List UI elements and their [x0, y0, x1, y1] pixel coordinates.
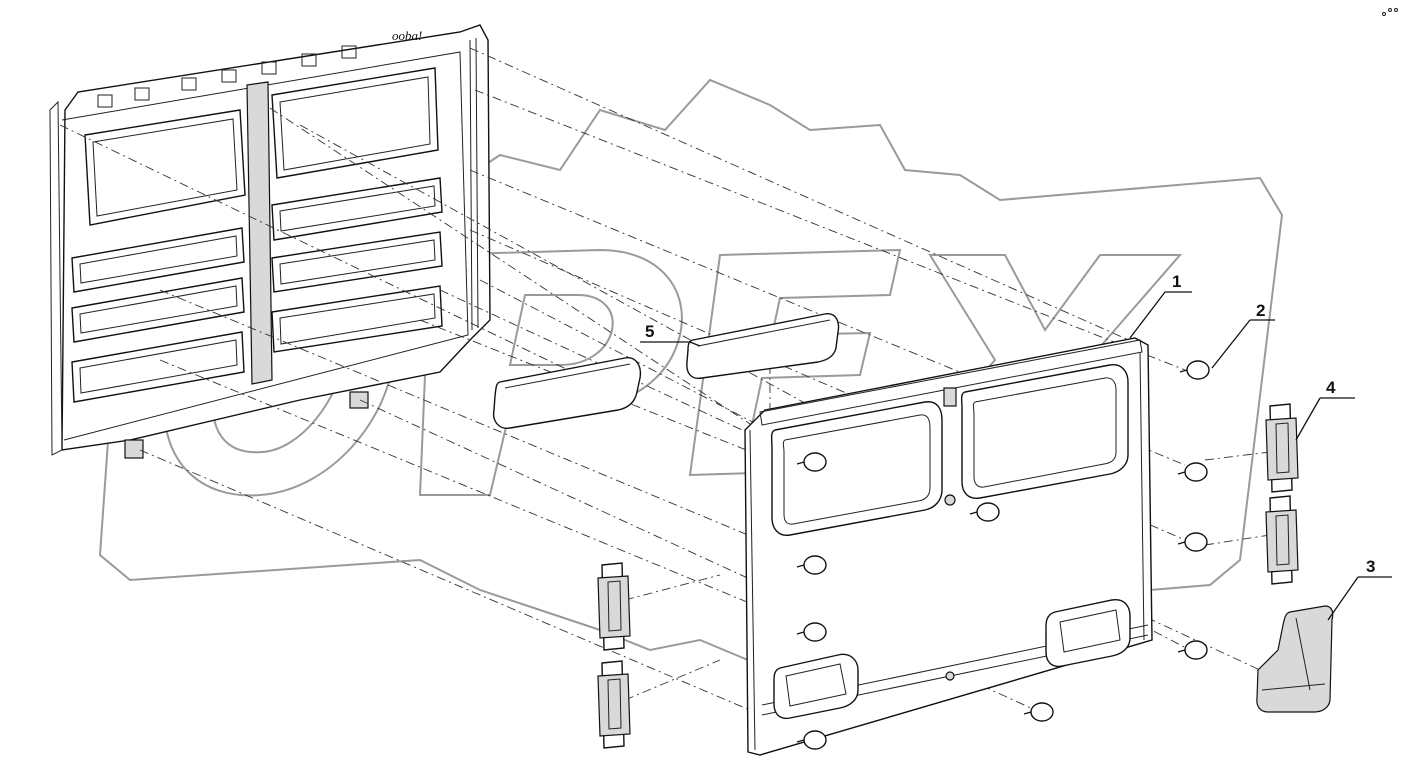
fastener — [1023, 702, 1054, 722]
trim-clip — [1265, 495, 1299, 585]
part-2-fasteners — [796, 360, 1210, 750]
rear-panel-pocket-right — [1045, 599, 1131, 668]
cab-upper-window-right — [271, 67, 439, 179]
fastener — [1177, 532, 1208, 552]
handle-strip — [686, 313, 840, 379]
fastener — [796, 622, 827, 642]
part-5-handle-strips — [492, 313, 840, 429]
rear-panel-clip-holder — [943, 387, 957, 407]
cab-rear-wall: ooba! — [49, 24, 491, 459]
trim-clip — [597, 660, 631, 749]
callout-2: 2 — [1256, 301, 1265, 320]
corner-marks — [1382, 8, 1398, 16]
cab-ribs-left — [71, 227, 245, 403]
rear-panel-window-left — [770, 401, 943, 536]
handle-strip — [492, 357, 642, 429]
cab-top-slots — [97, 45, 357, 108]
fastener — [1177, 640, 1208, 660]
cab-foot-left — [124, 439, 144, 459]
callout-5: 5 — [645, 322, 654, 341]
callout-1: 1 — [1172, 272, 1181, 291]
part-4-trim-clips — [1265, 403, 1299, 585]
rear-panel-window-right — [960, 364, 1129, 499]
part-1-rear-panel — [744, 337, 1153, 756]
callout-3: 3 — [1366, 557, 1375, 576]
fastener — [1179, 360, 1210, 380]
trim-clip — [597, 562, 631, 651]
part-3-corner-cover — [1256, 605, 1334, 713]
fastener — [1177, 462, 1208, 482]
rear-panel-hole — [944, 494, 956, 506]
fastener — [796, 452, 827, 472]
callout-4: 4 — [1326, 378, 1336, 397]
rear-panel-pocket-left — [773, 653, 859, 720]
cab-inscription: ooba! — [392, 28, 422, 43]
fastener — [969, 502, 1000, 522]
fastener — [796, 730, 827, 750]
cab-center-pillar — [246, 81, 273, 385]
callout-leaders — [640, 291, 1392, 621]
trim-clip — [1265, 403, 1299, 493]
fastener — [796, 555, 827, 575]
lower-trim-clips — [597, 562, 631, 749]
cab-foot-right — [349, 391, 369, 409]
